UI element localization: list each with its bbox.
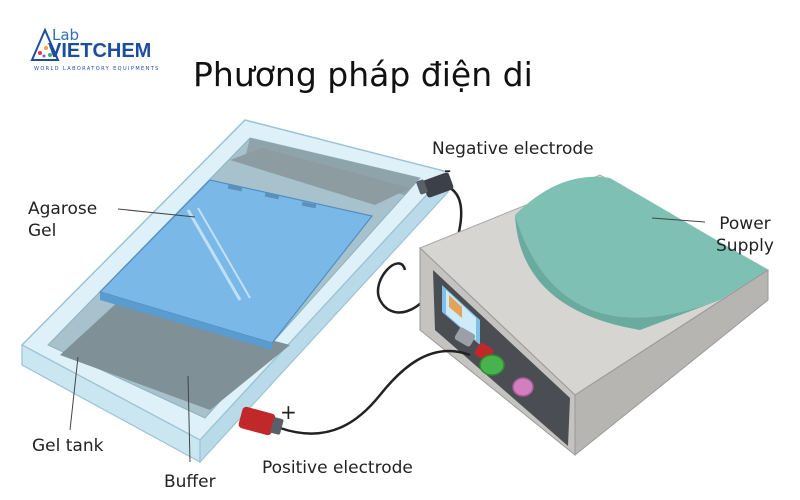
green-knob	[479, 354, 505, 376]
logo-lab-text: Lab	[52, 26, 80, 44]
buffer-top-region	[230, 148, 410, 205]
agarose-gel	[98, 179, 374, 350]
vietchem-logo: Lab VIETCHEM WORLD LABORATORY EQUIPMENTS	[30, 26, 165, 78]
plus-sign: +	[280, 400, 297, 424]
negative-electrode-connector	[376, 172, 463, 314]
minus-sign: -	[444, 158, 452, 182]
label-agarose-gel: Agarose Gel	[28, 199, 98, 241]
logo-flask-icon	[30, 27, 60, 61]
positive-electrode-connector	[238, 406, 284, 436]
gel-tank-leader	[69, 356, 79, 431]
logo-tagline: WORLD LABORATORY EQUIPMENTS	[34, 66, 160, 72]
buffer-region	[60, 300, 290, 410]
power-supply-leader	[651, 217, 706, 223]
logo-brand-text: VIETCHEM	[48, 40, 152, 62]
page-title: Phương pháp điện di	[193, 55, 533, 94]
label-negative-electrode: Negative electrode	[432, 139, 594, 159]
agarose-gel-leader	[117, 208, 196, 218]
label-gel-tank: Gel tank	[32, 436, 104, 456]
label-power-supply: Power Supply	[716, 214, 774, 256]
label-buffer: Buffer	[164, 472, 216, 492]
buffer-leader	[187, 375, 191, 463]
grey-knob	[454, 327, 476, 347]
positive-wire	[279, 349, 471, 435]
pink-knob	[512, 377, 534, 397]
label-positive-electrode: Positive electrode	[262, 458, 413, 478]
